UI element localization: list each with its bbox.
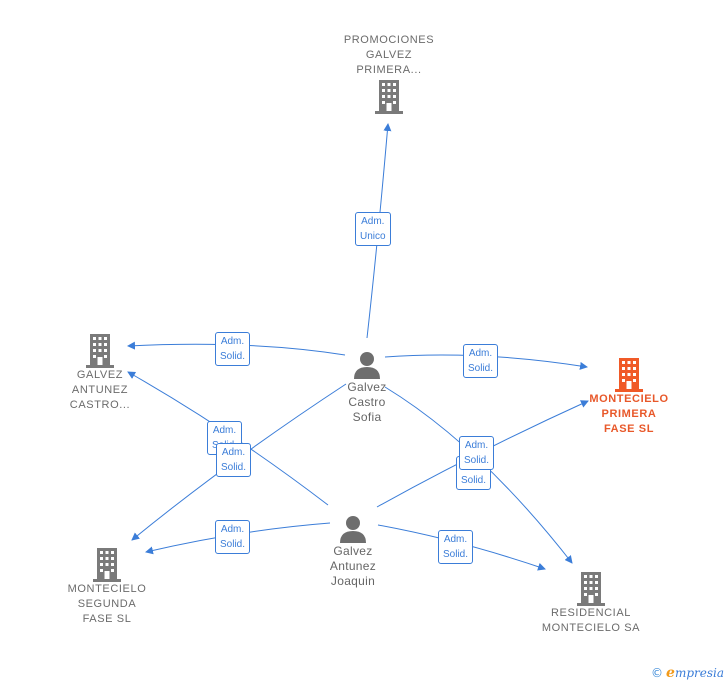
badge-line: Adm. xyxy=(464,440,489,451)
badge-line: Solid. xyxy=(220,539,246,550)
person-icon xyxy=(354,352,380,379)
label-line: FASE SL xyxy=(603,423,655,435)
company-label: GALVEZ ANTUNEZ CASTRO... xyxy=(50,368,150,413)
label-line: GALVEZ xyxy=(76,369,124,381)
company-montecielo-segunda-fase[interactable]: MONTECIELO SEGUNDA FASE SL xyxy=(57,546,157,627)
role-badge-adm-solid[interactable]: Adm. Solid. xyxy=(215,520,251,554)
label-line: GALVEZ xyxy=(365,49,413,61)
person-label: Galvez Castro Sofia xyxy=(327,380,407,425)
person-label: Galvez Antunez Joaquin xyxy=(313,544,393,589)
company-promociones-galvez[interactable]: PROMOCIONES GALVEZ PRIMERA... xyxy=(330,33,448,114)
company-label: MONTECIELO SEGUNDA FASE SL xyxy=(57,582,157,627)
copyright-symbol: © xyxy=(651,666,664,680)
label-line: Galvez xyxy=(347,380,387,394)
company-galvez-antunez-castro[interactable]: GALVEZ ANTUNEZ CASTRO... xyxy=(50,332,150,413)
label-line: ANTUNEZ xyxy=(71,384,129,396)
label-line: Joaquin xyxy=(330,574,376,588)
person-icon xyxy=(340,516,366,543)
label-line: MONTECIELO xyxy=(67,583,147,595)
building-icon xyxy=(577,572,605,606)
badge-line: Adm. xyxy=(443,534,468,545)
company-label: PROMOCIONES GALVEZ PRIMERA... xyxy=(330,33,448,78)
badge-line: Adm. xyxy=(220,524,245,535)
badge-line: Unico xyxy=(360,231,386,242)
role-badge-adm-solid[interactable]: Adm. Solid. xyxy=(438,530,474,564)
building-icon xyxy=(375,80,403,114)
badge-line: Solid. xyxy=(464,455,490,466)
person-galvez-antunez-joaquin[interactable]: Galvez Antunez Joaquin xyxy=(313,514,393,589)
brand-logo-e: e xyxy=(666,665,675,681)
label-line: RESIDENCIAL xyxy=(551,607,631,619)
brand-footer[interactable]: ©empresia xyxy=(651,665,724,681)
label-line: PROMOCIONES xyxy=(343,34,435,46)
label-line: Antunez xyxy=(329,559,377,573)
badge-line: Solid. xyxy=(220,351,246,362)
label-line: MONTECIELO xyxy=(589,393,669,405)
badge-line: Solid. xyxy=(221,462,247,473)
role-badge-adm-solid[interactable]: Adm. Solid. xyxy=(215,332,251,366)
label-line: CASTRO... xyxy=(69,399,131,411)
label-line: FASE SL xyxy=(82,613,132,625)
badge-line: Adm. xyxy=(221,447,246,458)
label-line: Galvez xyxy=(333,544,373,558)
company-montecielo-primera-fase[interactable]: MONTECIELO PRIMERA FASE SL xyxy=(575,356,683,437)
brand-name: mpresia xyxy=(674,666,724,680)
badge-line: Solid. xyxy=(443,549,469,560)
role-badge-adm-solid[interactable]: Adm. Solid. xyxy=(463,344,499,378)
badge-line: Solid. xyxy=(468,363,494,374)
label-line: MONTECIELO SA xyxy=(541,622,641,634)
badge-line: Adm. xyxy=(212,425,237,436)
badge-line: Adm. xyxy=(220,336,245,347)
badge-line: Solid. xyxy=(461,475,487,486)
badge-line: Adm. xyxy=(361,216,385,227)
label-line: SEGUNDA xyxy=(77,598,137,610)
role-badge-adm-unico[interactable]: Adm. Unico xyxy=(355,212,391,246)
building-icon xyxy=(86,334,114,368)
building-icon xyxy=(615,358,643,392)
company-label: RESIDENCIAL MONTECIELO SA xyxy=(534,606,648,636)
label-line: PRIMERA xyxy=(601,408,657,420)
role-badge-adm-solid[interactable]: Adm. Solid. xyxy=(459,436,495,470)
building-icon xyxy=(93,548,121,582)
badge-line: Adm. xyxy=(468,348,493,359)
label-line: Sofia xyxy=(352,410,382,424)
person-galvez-castro-sofia[interactable]: Galvez Castro Sofia xyxy=(327,350,407,425)
label-line: PRIMERA... xyxy=(356,64,422,76)
label-line: Castro xyxy=(348,395,386,409)
role-badge-adm-solid[interactable]: Adm. Solid. xyxy=(216,443,252,477)
company-residencial-montecielo[interactable]: RESIDENCIAL MONTECIELO SA xyxy=(534,570,648,636)
company-label: MONTECIELO PRIMERA FASE SL xyxy=(575,392,683,437)
